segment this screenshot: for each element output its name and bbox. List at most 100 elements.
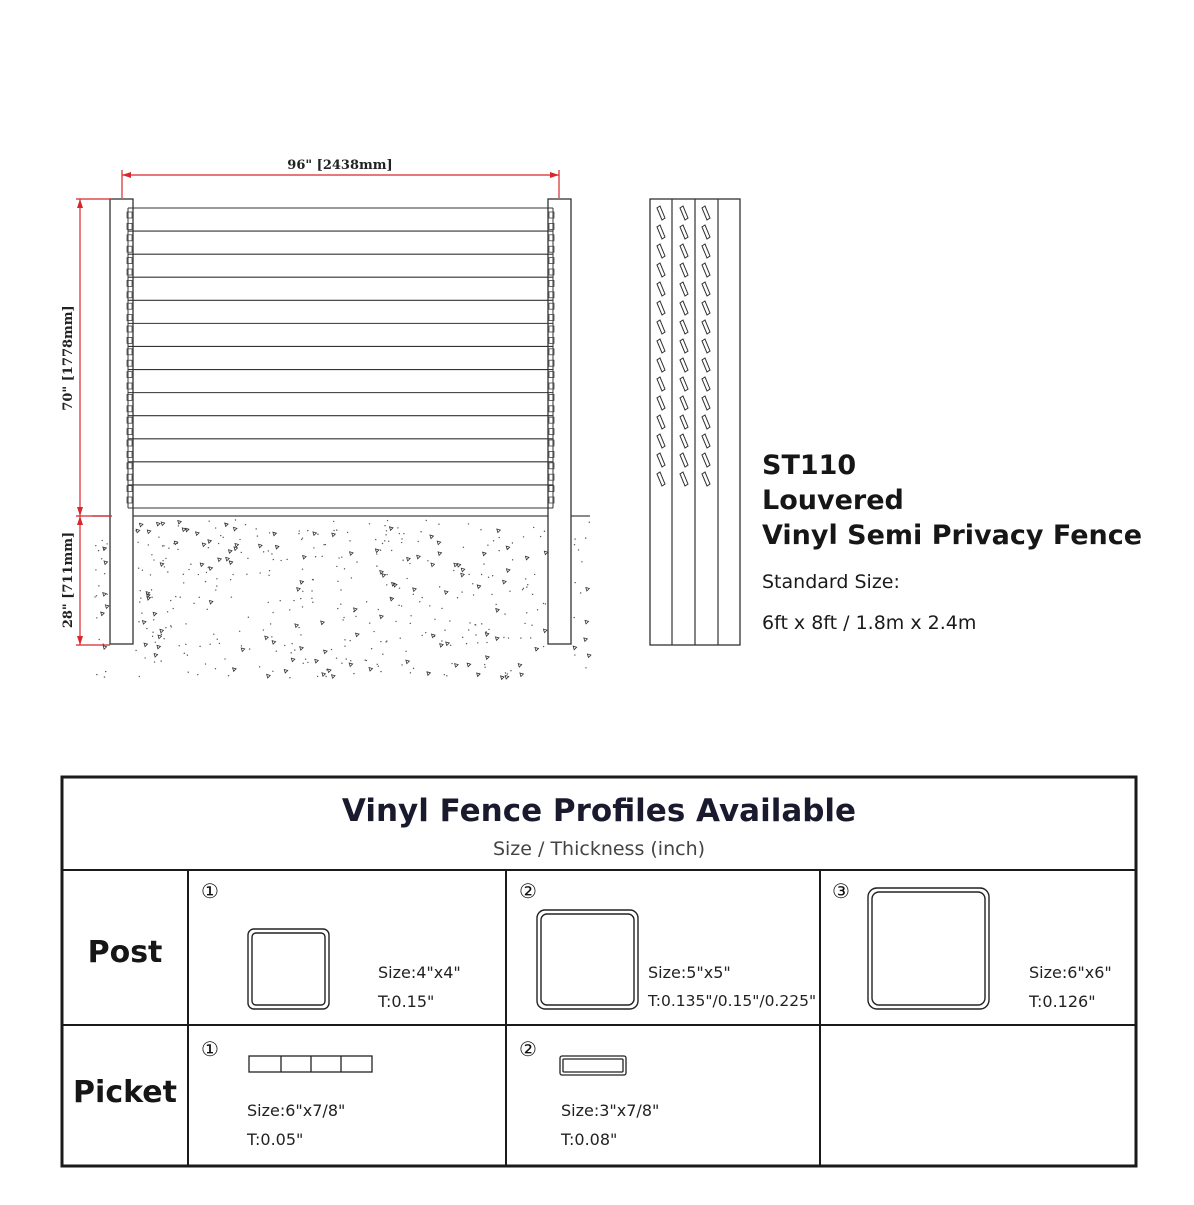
louver-slat — [656, 243, 666, 259]
soil-pebble — [153, 652, 159, 658]
picket-item-2-thickness: T:0.08" — [561, 1130, 618, 1149]
soil-pebble — [299, 646, 304, 651]
soil-dot — [579, 592, 582, 594]
louver-slat — [656, 357, 666, 373]
soil-dot — [311, 590, 313, 592]
soil-pebble — [379, 569, 384, 575]
soil-dot — [289, 609, 291, 611]
soil-dot — [384, 540, 386, 542]
soil-dot — [141, 612, 143, 614]
bracket-mark — [548, 439, 555, 447]
soil-dot — [364, 659, 366, 661]
soil-dot — [178, 645, 180, 647]
bracket-mark — [126, 245, 133, 253]
soil-dot — [377, 665, 380, 667]
post-item-2-size: Size:5"x5" — [648, 963, 731, 982]
soil-dot — [234, 519, 237, 521]
bracket-mark — [126, 291, 133, 299]
post-item-3-number: ③ — [832, 879, 850, 903]
soil-pebble — [496, 528, 502, 534]
bracket-mark — [126, 279, 133, 287]
post-item-3-thickness: T:0.126" — [1029, 992, 1096, 1011]
louver-slat — [656, 205, 666, 221]
soil-dot — [208, 520, 210, 522]
soil-pebble — [224, 522, 229, 528]
soil-dot — [106, 593, 108, 595]
soil-pebble — [436, 540, 442, 546]
bracket-mark — [126, 473, 133, 481]
soil-dot — [427, 560, 429, 562]
bracket-mark — [126, 439, 133, 447]
soil-pebble — [156, 644, 162, 650]
soil-dot — [477, 642, 479, 644]
soil-pebble — [323, 649, 328, 655]
soil-dot — [165, 626, 167, 629]
louver-slat — [656, 433, 666, 449]
picket-item-2-size: Size:3"x7/8" — [561, 1101, 660, 1120]
soil-dot — [149, 574, 152, 576]
soil-dot — [183, 582, 185, 584]
soil-dot — [206, 608, 208, 611]
soil-dot — [446, 675, 448, 677]
soil-dot — [185, 528, 188, 530]
soil-dot — [386, 584, 388, 586]
bracket-mark — [548, 428, 555, 436]
soil-dot — [240, 645, 243, 647]
soil-dot — [330, 648, 333, 651]
picket-profile-6in — [248, 1055, 373, 1073]
soil-pebble — [138, 522, 144, 528]
soil-dot — [146, 627, 148, 630]
soil-dot — [168, 547, 170, 549]
post-item-2-thickness: T:0.135"/0.15"/0.225" — [648, 992, 817, 1010]
soil-pebble — [348, 551, 354, 557]
soil-dot — [160, 660, 162, 662]
soil-pebble — [100, 611, 105, 617]
soil-dot — [139, 589, 142, 592]
soil-dot — [209, 643, 211, 645]
soil-dot — [539, 535, 542, 538]
soil-pebble — [296, 587, 301, 592]
bracket-mark — [126, 336, 133, 344]
soil-pebble — [320, 620, 325, 626]
right-post — [547, 198, 572, 645]
soil-dot — [267, 550, 270, 552]
post-item-1-size: Size:4"x4" — [378, 963, 461, 982]
soil-dot — [177, 548, 179, 551]
soil-pebble — [389, 596, 395, 602]
bracket-mark — [126, 371, 133, 379]
soil-dot — [336, 529, 338, 531]
soil-dot — [259, 572, 261, 574]
louver-slat — [679, 433, 689, 449]
soil-dot — [314, 556, 317, 558]
louver-slat — [679, 471, 689, 487]
post-profile-5x5 — [536, 909, 639, 1010]
louver-slat — [656, 471, 666, 487]
soil-pebble — [519, 672, 525, 678]
soil-dot — [491, 593, 493, 596]
louver-slat — [701, 243, 711, 259]
soil-dot — [222, 536, 224, 539]
soil-dot — [484, 666, 486, 668]
soil-pebble — [412, 587, 417, 593]
louver-slat — [701, 281, 711, 297]
bracket-mark — [126, 234, 133, 242]
soil-dot — [385, 530, 388, 532]
soil-dot — [341, 662, 343, 664]
soil-dot — [160, 633, 163, 636]
louver-slat — [679, 243, 689, 259]
louver-slat — [701, 414, 711, 430]
soil-dot — [475, 624, 477, 626]
louver-slat — [679, 281, 689, 297]
louver-slat — [679, 262, 689, 278]
soil-dot — [204, 663, 207, 665]
louver-slat — [656, 319, 666, 335]
bracket-mark — [548, 222, 555, 230]
soil-dot — [307, 661, 309, 664]
soil-dot — [375, 538, 377, 541]
soil-pebble — [443, 590, 449, 596]
soil-dot — [380, 670, 382, 673]
soil-dot — [449, 644, 452, 647]
bracket-mark — [548, 279, 555, 287]
soil-pebble — [141, 620, 147, 625]
soil-dot — [373, 630, 375, 633]
